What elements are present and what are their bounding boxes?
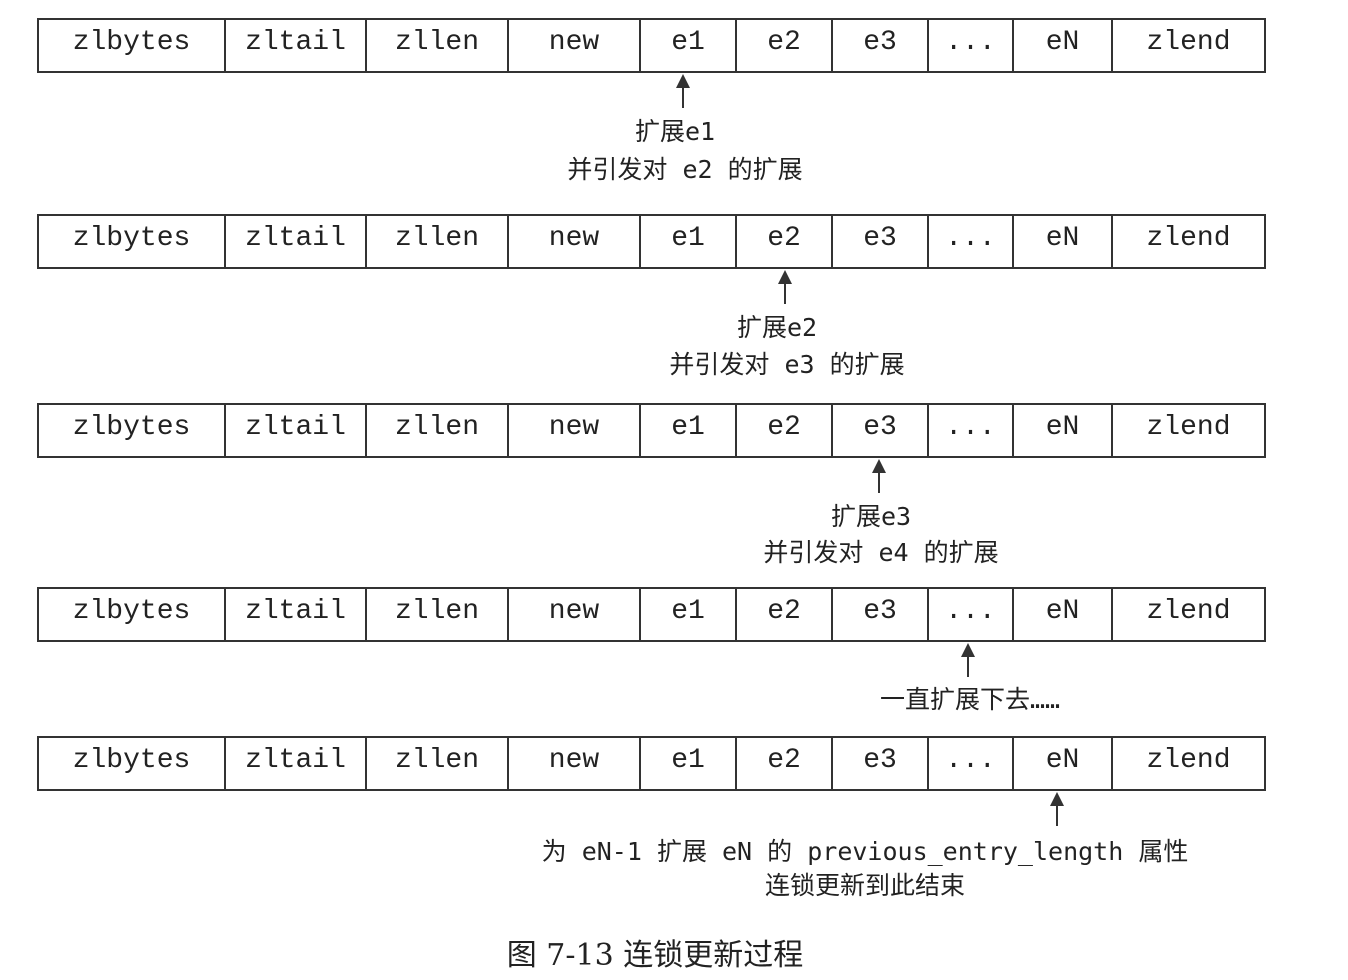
ziplist-cell-zllen: zllen — [365, 18, 509, 73]
ziplist-cell-zlend: zlend — [1111, 18, 1266, 73]
ziplist-cell-zllen: zllen — [365, 736, 509, 791]
ziplist-cell-e3: e3 — [831, 403, 929, 458]
step-annotation: 并引发对 e3 的扩展 — [669, 350, 905, 379]
up-arrow-icon — [872, 459, 886, 493]
ziplist-cell-eN: eN — [1012, 587, 1113, 642]
up-arrow-icon — [676, 74, 690, 108]
ziplist-cell-zltail: zltail — [224, 18, 367, 73]
ziplist-cell-new: new — [507, 214, 641, 269]
ziplist-cell-zllen: zllen — [365, 403, 509, 458]
ziplist-cell-new: new — [507, 18, 641, 73]
ziplist-cell-zltail: zltail — [224, 214, 367, 269]
ziplist-cell-zllen: zllen — [365, 214, 509, 269]
ziplist-cell-ellipsis: ... — [927, 736, 1014, 791]
ziplist-cell-ellipsis: ... — [927, 403, 1014, 458]
step-annotation: 连锁更新到此结束 — [764, 871, 966, 900]
ziplist-cell-new: new — [507, 403, 641, 458]
ziplist-cell-zltail: zltail — [224, 736, 367, 791]
ziplist-cell-zlbytes: zlbytes — [37, 214, 226, 269]
ziplist-cell-zltail: zltail — [224, 587, 367, 642]
ziplist-cell-e3: e3 — [831, 214, 929, 269]
ziplist-cell-e1: e1 — [639, 18, 737, 73]
ziplist-cell-ellipsis: ... — [927, 587, 1014, 642]
ziplist-cell-e2: e2 — [735, 214, 833, 269]
ziplist-cell-e3: e3 — [831, 587, 929, 642]
ziplist-cell-zlend: zlend — [1111, 587, 1266, 642]
step-annotation: 并引发对 e2 的扩展 — [567, 155, 803, 184]
ziplist-cell-new: new — [507, 736, 641, 791]
up-arrow-icon — [1050, 792, 1064, 826]
ziplist-cell-zlbytes: zlbytes — [37, 403, 226, 458]
ziplist-cell-zlbytes: zlbytes — [37, 736, 226, 791]
ziplist-cell-e3: e3 — [831, 18, 929, 73]
up-arrow-icon — [778, 270, 792, 304]
ziplist-cell-e2: e2 — [735, 587, 833, 642]
ziplist-cell-eN: eN — [1012, 403, 1113, 458]
ziplist-cell-e3: e3 — [831, 736, 929, 791]
ziplist-cell-new: new — [507, 587, 641, 642]
step-annotation: 扩展e3 — [830, 502, 912, 531]
ziplist-cell-zlend: zlend — [1111, 214, 1266, 269]
ziplist-cell-zlbytes: zlbytes — [37, 18, 226, 73]
ziplist-cell-zlend: zlend — [1111, 403, 1266, 458]
figure-caption: 图 7-13 连锁更新过程 — [506, 938, 804, 973]
ziplist-cell-eN: eN — [1012, 18, 1113, 73]
ziplist-cell-e1: e1 — [639, 736, 737, 791]
step-annotation: 一直扩展下去…… — [879, 685, 1061, 714]
ziplist-cell-ellipsis: ... — [927, 18, 1014, 73]
ziplist-cell-zltail: zltail — [224, 403, 367, 458]
step-annotation: 并引发对 e4 的扩展 — [763, 538, 999, 567]
step-annotation: 扩展e2 — [736, 313, 818, 342]
ziplist-cell-e1: e1 — [639, 403, 737, 458]
ziplist-cell-e1: e1 — [639, 587, 737, 642]
ziplist-cell-zlend: zlend — [1111, 736, 1266, 791]
ziplist-cell-e2: e2 — [735, 403, 833, 458]
ziplist-cell-eN: eN — [1012, 736, 1113, 791]
ziplist-cell-ellipsis: ... — [927, 214, 1014, 269]
step-annotation: 为 eN-1 扩展 eN 的 previous_entry_length 属性 — [541, 837, 1189, 866]
ziplist-cell-e2: e2 — [735, 736, 833, 791]
ziplist-cell-eN: eN — [1012, 214, 1113, 269]
ziplist-cell-e2: e2 — [735, 18, 833, 73]
up-arrow-icon — [961, 643, 975, 677]
step-annotation: 扩展e1 — [634, 117, 716, 146]
ziplist-cell-zllen: zllen — [365, 587, 509, 642]
ziplist-cell-zlbytes: zlbytes — [37, 587, 226, 642]
ziplist-cell-e1: e1 — [639, 214, 737, 269]
